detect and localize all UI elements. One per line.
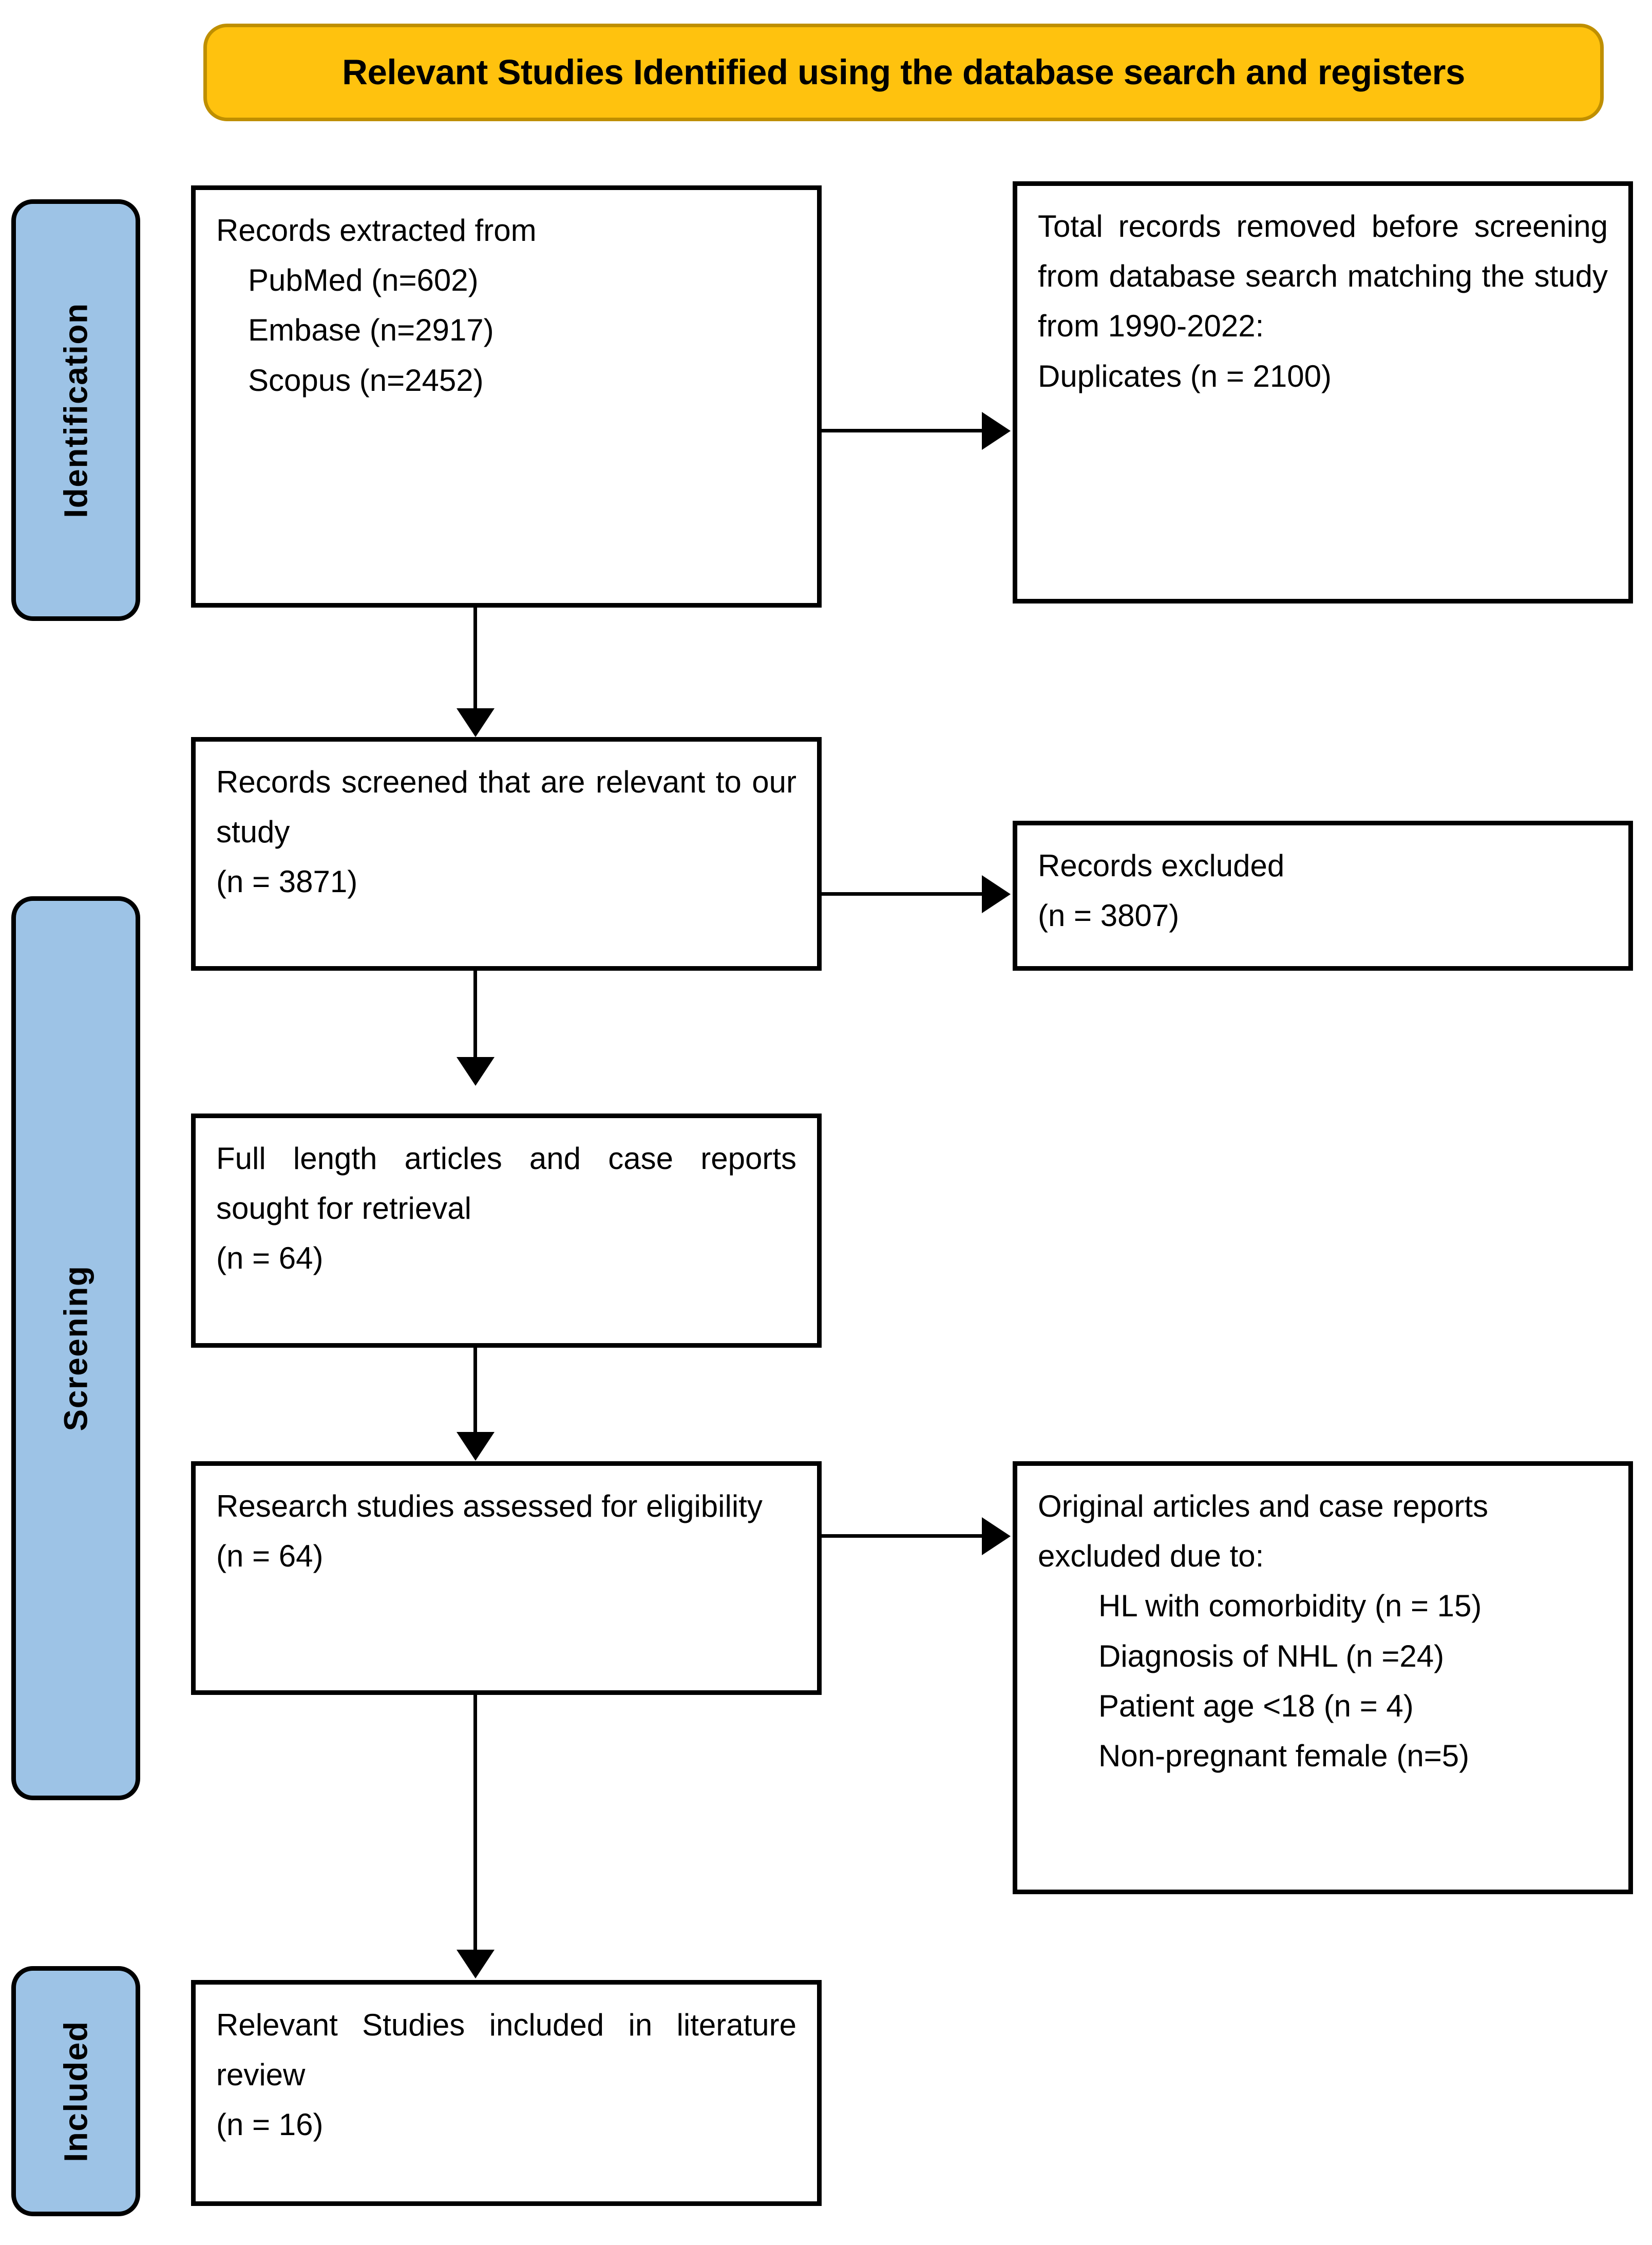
included-studies-count: (n = 16) [216,2107,324,2142]
arrow-down-icon [457,1432,495,1461]
stage-bar-screening: Screening [11,896,140,1800]
box-excluded-reasons: Original articles and case reports exclu… [1013,1461,1633,1894]
connector-line [473,1348,477,1434]
connector-line [822,1534,982,1538]
excluded-reason-age: Patient age <18 (n = 4) [1098,1688,1414,1723]
excluded-reason-comorbidity: HL with comorbidity (n = 15) [1098,1589,1482,1624]
arrow-down-icon [457,1950,495,1978]
arrow-right-icon [982,412,1011,450]
fulltext-sought-count: (n = 64) [216,1241,324,1276]
connector-line [473,1695,477,1952]
excluded-reasons-heading: Original articles and case reports exclu… [1038,1489,1489,1574]
stage-bar-included: Included [11,1966,140,2216]
connector-line [473,971,477,1059]
stage-label-included: Included [57,2020,94,2162]
box-records-removed: Total records removed before screening f… [1013,181,1633,603]
records-removed-duplicates: Duplicates (n = 2100) [1038,359,1332,393]
records-extracted-source-pubmed: PubMed (n=602) [248,263,479,298]
arrow-right-icon [982,875,1011,913]
connector-line [822,429,982,432]
records-extracted-source-embase: Embase (n=2917) [248,313,494,348]
records-removed-body: Total records removed before screening f… [1038,209,1608,344]
box-records-extracted: Records extracted from PubMed (n=602) Em… [191,185,822,608]
records-extracted-heading: Records extracted from [216,213,537,248]
records-excluded-body: Records excluded [1038,848,1285,883]
box-records-screened: Records screened that are relevant to ou… [191,737,822,971]
diagram-title: Relevant Studies Identified using the da… [342,52,1465,92]
arrow-down-icon [457,1057,495,1086]
records-screened-count: (n = 3871) [216,864,358,899]
box-fulltext-sought: Full length articles and case reports so… [191,1114,822,1348]
records-excluded-count: (n = 3807) [1038,898,1180,933]
stage-label-identification: Identification [57,302,94,518]
eligibility-body: Research studies assessed for eligibilit… [216,1489,763,1523]
records-extracted-source-scopus: Scopus (n=2452) [248,363,484,398]
diagram-title-banner: Relevant Studies Identified using the da… [203,24,1604,121]
stage-label-screening: Screening [57,1265,94,1431]
connector-line [473,608,477,710]
excluded-reason-nhl: Diagnosis of NHL (n =24) [1098,1638,1445,1673]
box-eligibility-assessed: Research studies assessed for eligibilit… [191,1461,822,1695]
box-included-studies: Relevant Studies included in literature … [191,1980,822,2206]
fulltext-sought-body: Full length articles and case reports so… [216,1141,796,1226]
stage-bar-identification: Identification [11,199,140,621]
arrow-down-icon [457,708,495,737]
connector-line [822,892,982,896]
records-screened-body: Records screened that are relevant to ou… [216,765,796,850]
eligibility-count: (n = 64) [216,1539,324,1574]
excluded-reason-nonpregnant: Non-pregnant female (n=5) [1098,1738,1470,1773]
included-studies-body: Relevant Studies included in literature … [216,2008,796,2092]
arrow-right-icon [982,1517,1011,1555]
box-records-excluded: Records excluded (n = 3807) [1013,821,1633,971]
